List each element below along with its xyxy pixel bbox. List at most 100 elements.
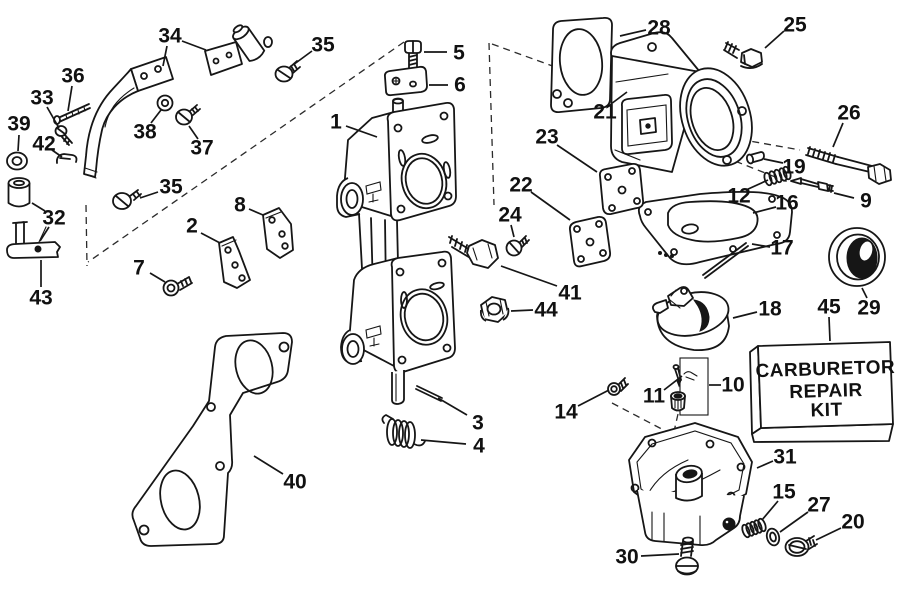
part-6-plate: [383, 65, 428, 97]
callout-34: 34: [158, 25, 182, 48]
callout-11: 11: [643, 385, 666, 408]
part-21-carburetor-cover: [610, 31, 753, 173]
callout-1: 1: [330, 111, 342, 134]
callout-8: 8: [234, 194, 246, 217]
part-26-bolt: [805, 146, 892, 185]
part-7-screw: [162, 276, 193, 297]
part-30-drain-screw: [675, 536, 699, 576]
part-3-pin: [415, 385, 443, 402]
leader-line-1: [345, 125, 378, 138]
part-31-float-bowl: [628, 422, 753, 547]
leader-line-34: [162, 45, 168, 67]
leader-line-15: [761, 500, 779, 521]
callout-40: 40: [283, 471, 306, 494]
leader-line-42: [51, 149, 63, 158]
leader-line-28: [619, 29, 647, 37]
leader-line-34: [181, 40, 207, 51]
leader-line-2: [200, 232, 221, 244]
part-22-plate: [568, 215, 612, 268]
callout-6: 6: [454, 74, 466, 97]
part-29-cup: [828, 227, 886, 287]
callout-9: 9: [860, 190, 872, 213]
part-15-spring: [741, 517, 767, 539]
part-19-plug: [745, 151, 765, 165]
leader-line-22: [530, 191, 571, 221]
leader-line-44: [510, 309, 534, 312]
leader-line-24: [510, 224, 515, 238]
callout-35: 35: [159, 176, 183, 199]
leader-line-32: [31, 202, 46, 212]
callout-16: 16: [775, 192, 798, 215]
leader-line-16: [752, 206, 777, 214]
leader-line-19: [763, 158, 784, 164]
part-41-bolt: [448, 235, 499, 269]
leader-line-29: [861, 287, 868, 299]
part-38-washer: [156, 94, 174, 112]
callout-15: 15: [772, 481, 796, 504]
part-34-lever-bracket: [83, 24, 273, 179]
part-27-washer: [765, 527, 781, 547]
callout-45: 45: [817, 296, 841, 319]
callout-33: 33: [30, 87, 53, 110]
leader-line-14: [577, 389, 610, 407]
callout-4: 4: [473, 435, 485, 458]
part-16-gasket: [637, 191, 793, 266]
part-11-needle: [672, 364, 698, 388]
leader-line-8: [248, 208, 264, 216]
callout-39: 39: [7, 113, 30, 136]
callout-35: 35: [311, 34, 335, 57]
part-18-float: [652, 286, 730, 351]
callout-28: 28: [647, 17, 671, 40]
callout-3: 3: [472, 412, 484, 435]
leader-line-30: [640, 553, 680, 557]
part-35-screw-left: [112, 189, 142, 210]
leader-line-35: [292, 50, 313, 66]
callout-29: 29: [857, 297, 880, 320]
part-36-pin: [53, 103, 91, 125]
part-23-plate: [598, 162, 645, 216]
leader-line-27: [779, 511, 809, 533]
callout-41: 41: [558, 282, 582, 305]
part-4-spring: [381, 414, 426, 449]
leader-line-20: [815, 527, 842, 541]
callout-30: 30: [615, 546, 638, 569]
leader-line-11: [663, 375, 683, 391]
part-42-clip: [55, 153, 78, 164]
part-44-nut: [479, 296, 510, 323]
repair-kit-label: CARBURETOR REPAIR KIT: [755, 357, 895, 422]
callout-38: 38: [133, 121, 157, 144]
leader-line-21: [610, 91, 628, 105]
part-12-spring: [763, 165, 792, 187]
part-10-needle-seat-assembly: [670, 357, 709, 416]
leader-line-9: [833, 192, 855, 199]
callout-17: 17: [770, 237, 793, 260]
callout-14: 14: [554, 401, 578, 424]
kit-line-1: CARBURETOR: [755, 357, 895, 382]
needle-seat: [670, 391, 686, 412]
callout-22: 22: [509, 174, 532, 197]
part-8-plate: [262, 207, 294, 259]
leader-line-17: [751, 243, 771, 248]
callout-36: 36: [61, 65, 84, 88]
callout-37: 37: [190, 137, 213, 160]
callout-25: 25: [783, 14, 807, 37]
part-17-rod: [702, 242, 749, 279]
leader-line-36: [67, 85, 73, 112]
callout-27: 27: [807, 494, 830, 517]
callout-43: 43: [29, 287, 52, 310]
part-20-plug-screw: [784, 535, 818, 557]
leader-line-41: [500, 265, 558, 287]
part-1-carburetor-body: [336, 97, 457, 405]
callout-19: 19: [782, 156, 805, 179]
callout-24: 24: [498, 204, 522, 227]
leader-line-39: [17, 134, 20, 152]
leader-line-45: [828, 316, 831, 342]
callout-44: 44: [534, 299, 558, 322]
part-9-needle-valve: [790, 177, 834, 193]
part-40-gasket: [131, 332, 293, 547]
part-43-bracket: [6, 221, 61, 259]
leader-line-32: [39, 226, 50, 242]
